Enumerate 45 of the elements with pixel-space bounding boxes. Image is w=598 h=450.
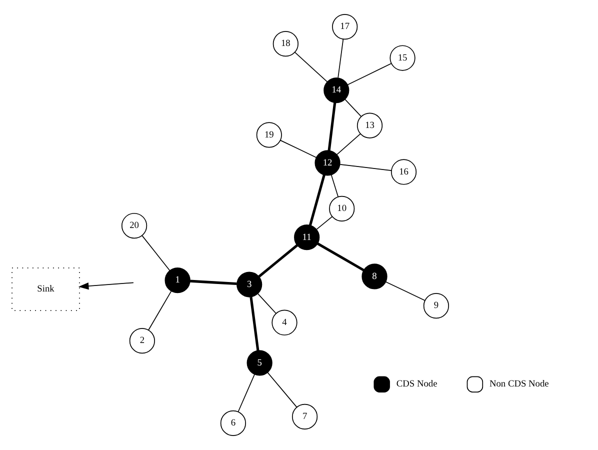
legend-label: CDS Node	[396, 380, 438, 390]
connector	[257, 293, 276, 314]
connector	[250, 296, 260, 351]
connector	[267, 372, 298, 408]
connector	[148, 290, 172, 331]
arrow	[78, 282, 134, 290]
connector	[308, 174, 326, 226]
node-circle: 8	[362, 264, 388, 290]
connector	[294, 52, 328, 82]
node-circle: 15	[390, 45, 416, 71]
node-box: Sink	[12, 267, 80, 312]
node-circle: 2	[129, 328, 155, 354]
connector	[258, 244, 298, 278]
node-circle: 11	[294, 224, 320, 250]
connector	[385, 281, 426, 301]
node-circle: 20	[121, 212, 148, 239]
connector	[317, 242, 364, 272]
node-circle: 5	[246, 350, 272, 376]
connector	[340, 164, 392, 171]
node-circle: 18	[272, 31, 298, 57]
node-circle: 6	[220, 410, 246, 436]
node-circle: 17	[332, 14, 358, 40]
connector	[238, 374, 255, 412]
node-circle: 16	[390, 159, 417, 185]
connector	[330, 174, 338, 197]
node-circle: 9	[423, 293, 450, 319]
node-circle: 12	[314, 150, 340, 176]
node-circle: 3	[236, 272, 262, 298]
node-circle: 7	[292, 404, 318, 430]
connector	[142, 235, 170, 272]
connector	[280, 140, 317, 158]
node-circle: 14	[324, 77, 350, 104]
node-circle: 1	[164, 268, 190, 294]
connector	[328, 102, 336, 151]
node-circle: 10	[329, 196, 355, 222]
node-circle: 19	[256, 122, 282, 148]
node-circle: 13	[356, 112, 383, 138]
node-circle: 4	[272, 310, 298, 336]
legend-label: Non CDS Node	[489, 380, 549, 390]
connector	[344, 98, 362, 117]
connector	[347, 63, 392, 86]
connector	[336, 133, 361, 156]
connector	[190, 280, 237, 286]
connector	[316, 216, 333, 230]
connector	[338, 38, 344, 78]
